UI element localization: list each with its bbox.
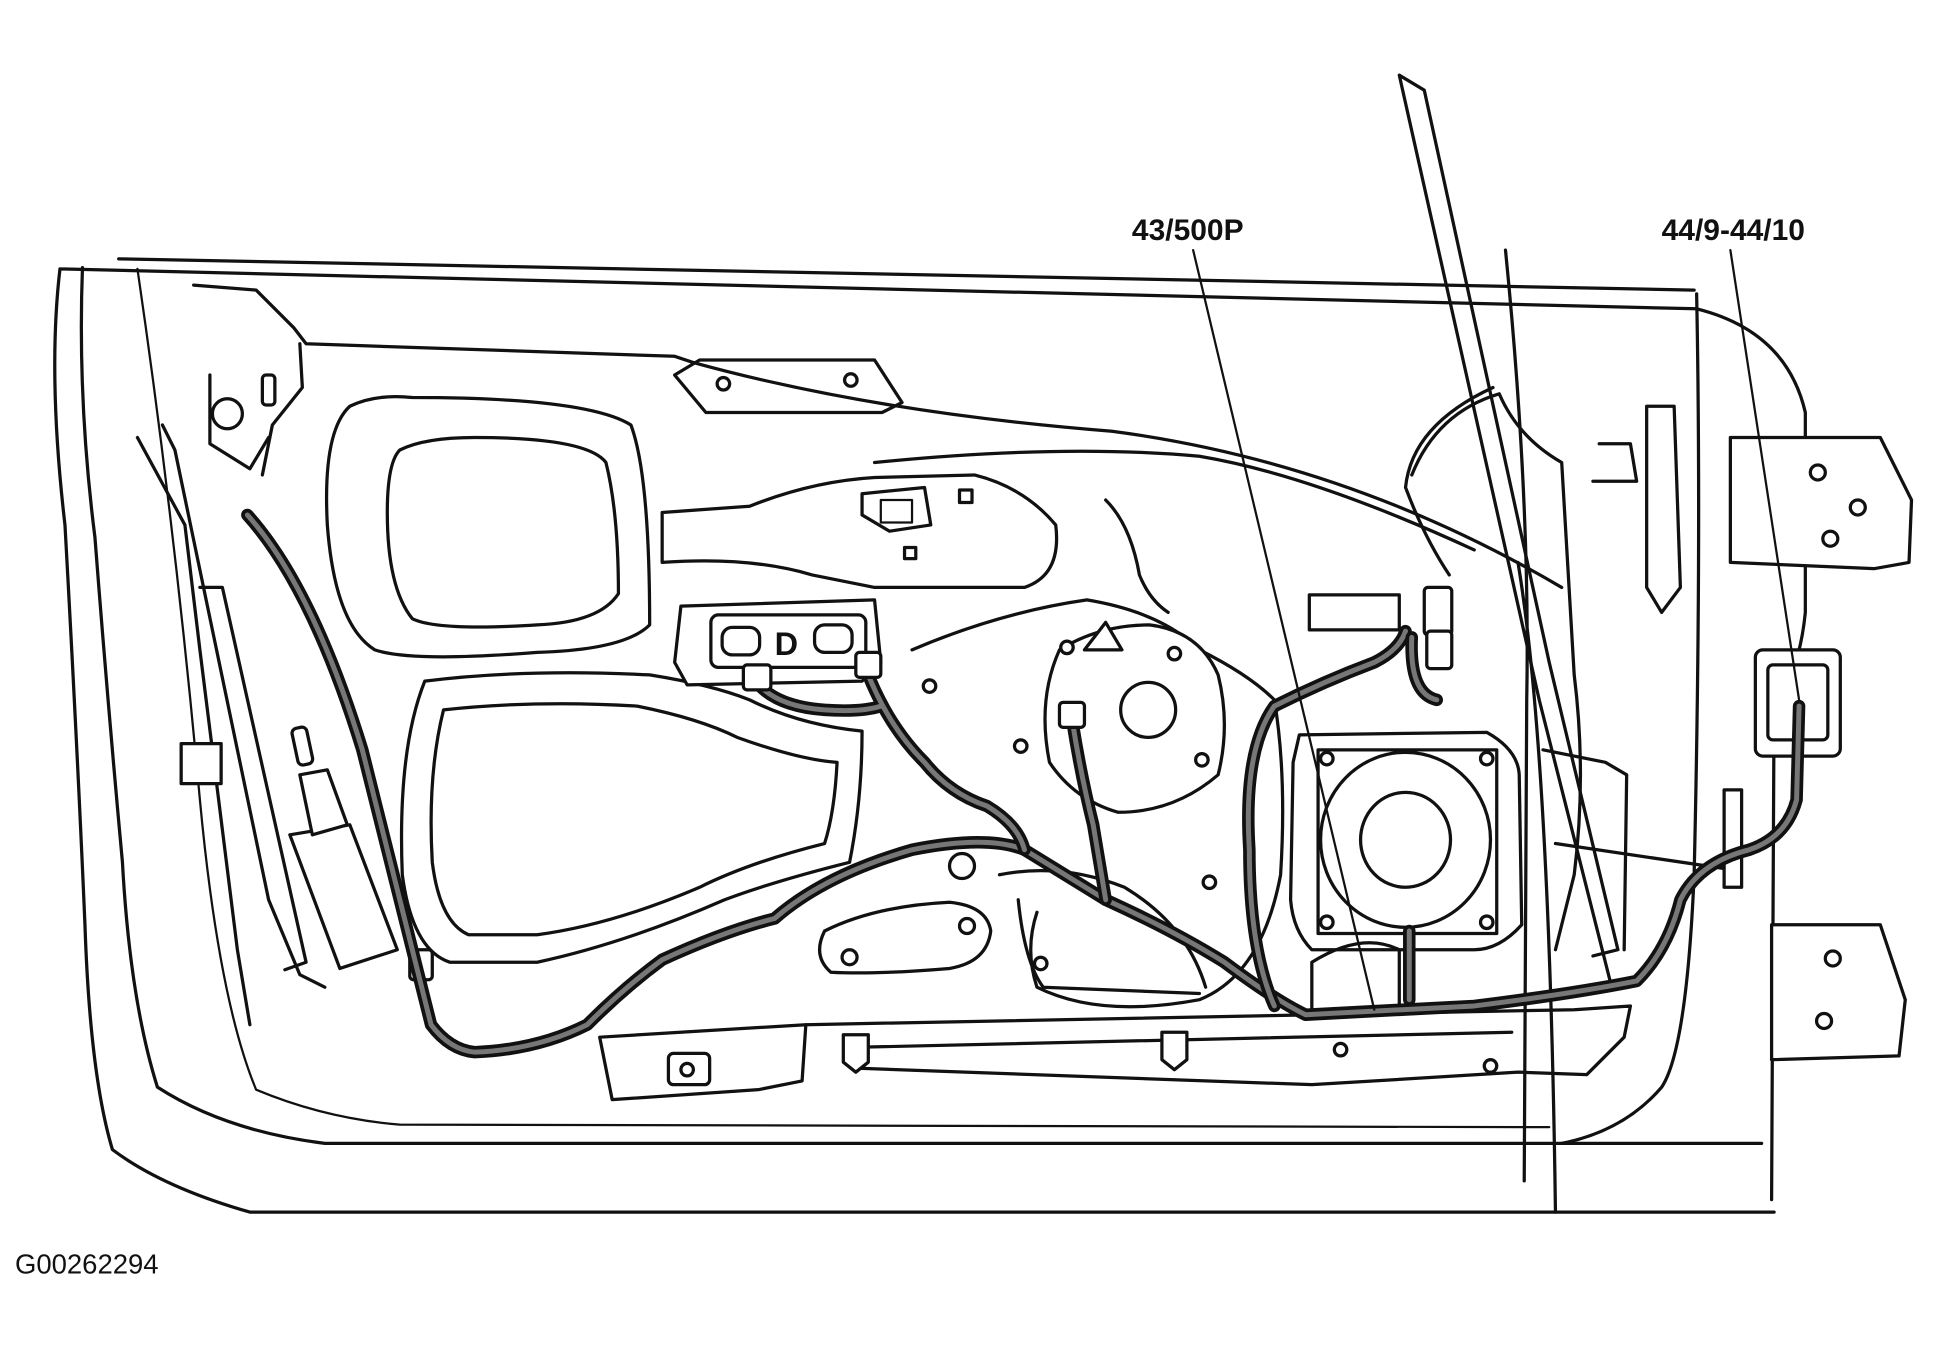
rear-bracket <box>1591 404 1683 615</box>
callout-door-connector: 44/9-44/10 <box>1662 214 1805 247</box>
hinge-plate-upper <box>208 373 271 471</box>
top-rail <box>192 283 696 477</box>
glass-run-channel <box>1397 73 1620 989</box>
wiring-harness-main-core <box>244 512 1802 1055</box>
arm-hole <box>1201 874 1218 891</box>
upper-clip <box>1082 620 1124 652</box>
small-clip <box>902 545 918 561</box>
hinge-plate-lower <box>198 585 308 972</box>
hinge-tab <box>179 741 223 786</box>
rear-channel <box>1503 248 1558 1214</box>
connector-bracket <box>1307 593 1401 632</box>
rear-lower-contour <box>1541 748 1726 952</box>
panel-hole <box>921 678 938 694</box>
striker-hole <box>1821 529 1840 548</box>
pillar-slot <box>260 373 277 407</box>
striker-plate-lower <box>1769 923 1907 1062</box>
door-inner-edge <box>79 257 1764 1146</box>
callout-speaker-connector: 43/500P <box>1132 214 1244 247</box>
door-inner-lip <box>136 267 1551 1129</box>
upper-access-opening <box>324 395 652 659</box>
regulator-panel-contour <box>910 598 1285 1009</box>
rail-clip-left <box>841 1033 870 1074</box>
rail-bolt <box>679 1061 696 1078</box>
speaker-screw <box>1318 750 1335 767</box>
actuator-neck <box>298 768 349 837</box>
speaker-dust-cap <box>1358 790 1453 889</box>
speaker-connector-upper <box>1422 585 1454 637</box>
harness-branch-regulator-core <box>1069 716 1109 903</box>
inner-panel-contour <box>660 473 1059 590</box>
window-switch-right[interactable] <box>812 623 854 655</box>
a-pillar-trim <box>135 423 327 1027</box>
harness-branch-speaker-core <box>1245 628 1409 1009</box>
leader-speaker-connector <box>1192 248 1376 1011</box>
rail-bolt <box>1332 1041 1349 1058</box>
regulator-connector <box>1057 700 1087 729</box>
panel-hole <box>1166 645 1183 662</box>
lower-access-opening <box>399 671 864 964</box>
wiring-harness-main <box>241 508 1806 1059</box>
bracket-bolt-hole <box>715 375 732 392</box>
switch-connector-right <box>854 650 883 679</box>
rail-bolt <box>1482 1058 1499 1074</box>
striker-hole <box>1848 498 1867 517</box>
leader-door-connector <box>1729 248 1801 701</box>
figure-id: G00262294 <box>15 1248 159 1279</box>
regulator-hub <box>1119 680 1178 739</box>
rear-inner-edge <box>1560 292 1701 1146</box>
speaker-connector-lower <box>1425 629 1454 671</box>
pillar-hole <box>210 397 245 431</box>
track-bolt <box>840 948 859 967</box>
speaker-screw <box>1318 914 1335 931</box>
speaker-base <box>1310 941 1401 1017</box>
inner-panel-contour <box>691 360 1564 590</box>
lock-mechanism <box>860 485 933 533</box>
panel-hole <box>1059 639 1075 656</box>
bottom-rail-channel <box>804 1004 1633 1087</box>
arm-hole <box>1032 955 1049 972</box>
speaker-screw <box>1478 914 1495 931</box>
regulator-arm <box>997 868 1208 996</box>
track-bolt <box>957 916 977 936</box>
striker-plate-upper <box>1728 435 1914 571</box>
panel-hole <box>1194 751 1210 768</box>
latch-arm <box>1104 498 1170 615</box>
small-clip <box>957 488 974 505</box>
lower-access-opening-inner <box>429 702 839 937</box>
striker-hole <box>1814 1011 1834 1031</box>
harness-branch-switch-core <box>753 666 1027 853</box>
harness-branch-connector-core <box>1409 634 1440 703</box>
speaker-screw <box>1478 750 1495 767</box>
bracket-bolt-hole <box>842 372 859 388</box>
striker-hole <box>1823 949 1842 968</box>
rear-clip <box>1722 788 1744 889</box>
harness-branch-switch <box>749 662 1031 857</box>
actuator-rod <box>290 725 315 767</box>
regulator-track <box>817 900 993 975</box>
rail-clip-right <box>1160 1030 1189 1072</box>
window-switch-left[interactable] <box>720 625 762 657</box>
track-pivot <box>947 851 977 881</box>
striker-hole <box>1808 463 1827 482</box>
panel-hole <box>1012 738 1029 754</box>
switch-connector-left <box>741 663 773 692</box>
rear-panel-contour <box>1403 385 1583 952</box>
lock-window <box>879 498 914 524</box>
upper-access-opening-inner <box>385 435 621 629</box>
switch-label: D <box>775 626 798 662</box>
